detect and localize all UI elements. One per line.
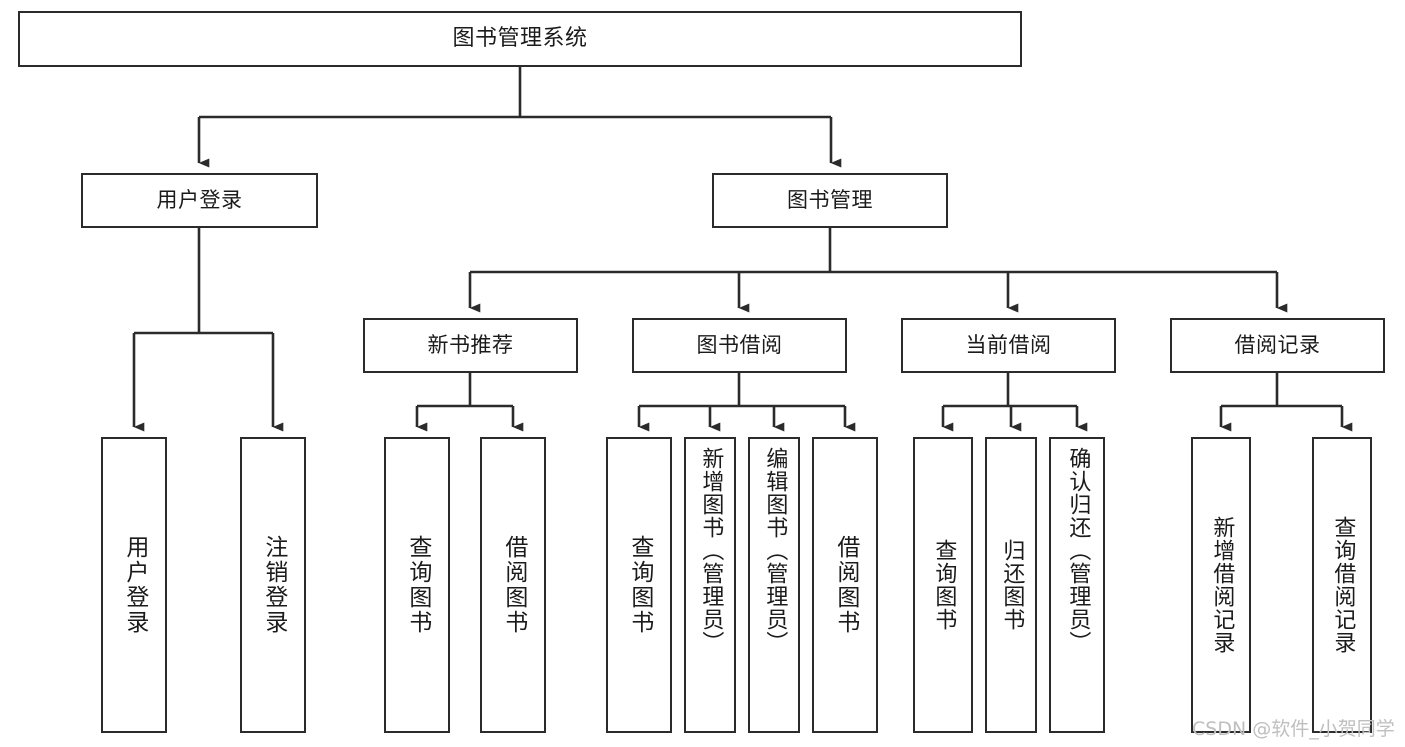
node-label: 借阅图书 [500,535,527,635]
node-user-login[interactable]: 用户登录 [81,173,318,228]
leaf-user-login[interactable]: 用户登录 [101,437,167,733]
leaf-borrow-book-recommend[interactable]: 借阅图书 [480,437,546,733]
node-label: 借阅记录 [1234,333,1321,357]
node-label: 查询图书 [626,535,653,635]
node-label: 新增图书（管理员） [698,447,724,654]
node-label: 新书推荐 [427,333,514,357]
node-label: 编辑图书（管理员） [762,447,788,654]
node-label: 图书借阅 [696,333,783,357]
leaf-edit-book-admin[interactable]: 编辑图书（管理员） [748,437,800,733]
leaf-return-book[interactable]: 归还图书 [985,437,1037,733]
leaf-confirm-return-admin[interactable]: 确认归还（管理员） [1049,437,1105,733]
node-book-management[interactable]: 图书管理 [712,173,948,228]
node-current-borrowing[interactable]: 当前借阅 [901,318,1116,373]
leaf-query-book-borrow[interactable]: 查询图书 [606,437,672,733]
node-label: 确认归还（管理员） [1065,447,1091,654]
node-label: 注销登录 [260,535,287,635]
node-root-system[interactable]: 图书管理系统 [18,11,1022,67]
leaf-user-logout[interactable]: 注销登录 [240,437,306,733]
leaf-borrow-book[interactable]: 借阅图书 [812,437,878,733]
node-label: 当前借阅 [965,333,1052,357]
leaf-query-book-current[interactable]: 查询图书 [913,437,973,733]
node-label: 查询图书 [931,539,957,631]
node-label: 图书管理 [787,188,873,212]
node-new-book-recommendation[interactable]: 新书推荐 [363,318,578,373]
node-label: 用户登录 [121,535,148,635]
node-label: 用户登录 [156,188,243,212]
node-borrowing-records[interactable]: 借阅记录 [1170,318,1385,373]
leaf-add-borrow-record[interactable]: 新增借阅记录 [1191,437,1251,733]
node-book-borrowing[interactable]: 图书借阅 [632,318,847,373]
watermark-text: CSDN @软件_小贺同学 [1192,718,1395,740]
leaf-query-borrow-record[interactable]: 查询借阅记录 [1312,437,1372,733]
node-label: 借阅图书 [832,535,859,635]
node-label: 查询借阅记录 [1330,516,1356,654]
node-label: 新增借阅记录 [1209,516,1235,654]
node-label: 归还图书 [999,539,1025,631]
node-label: 图书管理系统 [452,26,588,51]
node-label: 查询图书 [404,535,431,635]
leaf-add-book-admin[interactable]: 新增图书（管理员） [684,437,736,733]
leaf-query-book-recommend[interactable]: 查询图书 [384,437,450,733]
